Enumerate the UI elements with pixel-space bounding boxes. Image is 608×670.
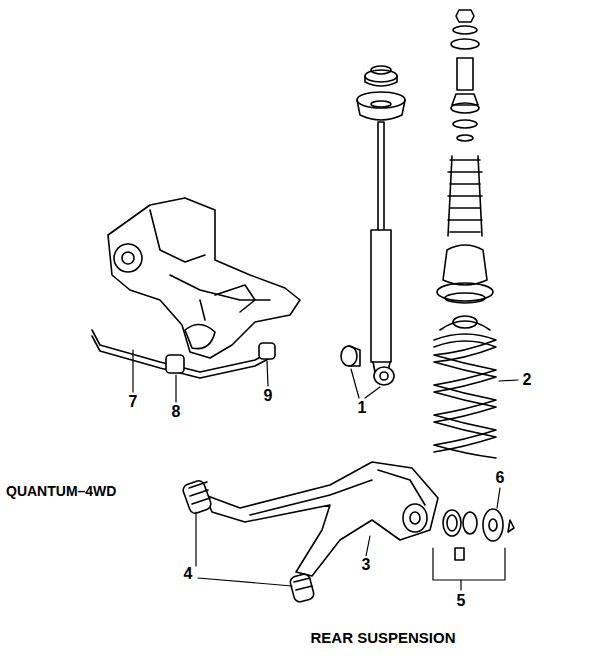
callout-number: 2: [521, 371, 534, 389]
caption: REAR SUSPENSION: [308, 630, 457, 647]
model-note: QUANTUM–4WD: [4, 484, 118, 499]
stabilizer-bar: [92, 330, 275, 378]
spring-assembly: [434, 10, 496, 458]
callout-number: 5: [455, 592, 468, 610]
callout-number: 7: [127, 393, 140, 411]
leader-lines: [133, 350, 518, 590]
callout-number: 6: [494, 469, 507, 487]
shock-absorber: [341, 66, 405, 385]
control-arm: [182, 462, 438, 603]
callout-number: 1: [356, 399, 369, 417]
callout-number: 9: [262, 387, 275, 405]
hub-parts: [443, 509, 514, 560]
callout-number: 8: [170, 403, 183, 421]
callout-number: 3: [360, 556, 373, 574]
subframe: [108, 198, 300, 358]
callout-number: 4: [182, 565, 195, 583]
